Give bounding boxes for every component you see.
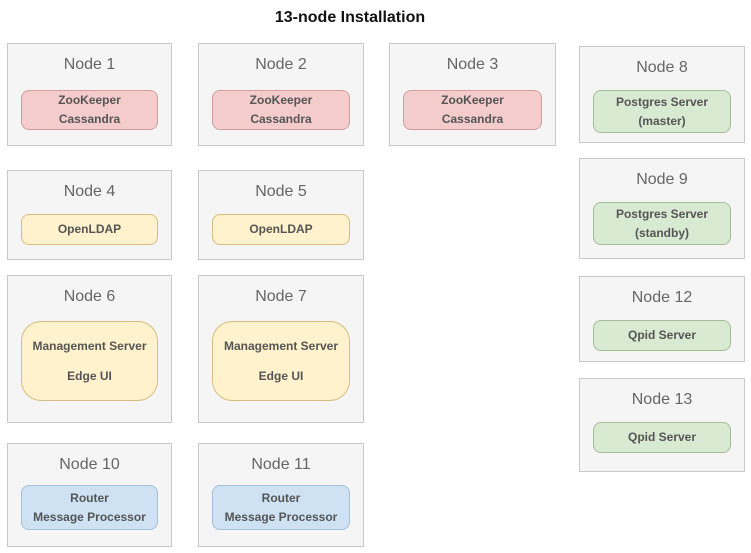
component-label: Message Processor: [33, 509, 146, 524]
node-5: Node 5 OpenLDAP: [198, 170, 364, 260]
node-5-title: Node 5: [255, 183, 307, 200]
component-label: Qpid Server: [627, 430, 697, 444]
node-9: Node 9 Postgres Server (standby): [579, 158, 745, 259]
node-3: Node 3 ZooKeeper Cassandra: [389, 43, 556, 146]
component-label: OpenLDAP: [249, 222, 313, 236]
node-3-title: Node 3: [446, 56, 499, 73]
component-label: Management Server: [223, 339, 339, 353]
node-2-zookeeper-cassandra-chip: ZooKeeper Cassandra: [212, 90, 350, 130]
node-13-qpid-chip: Qpid Server: [593, 422, 731, 453]
node-7: Node 7 Management Server Edge UI: [198, 275, 364, 423]
node-10: Node 10 Router Message Processor: [7, 443, 172, 547]
node-6-management-edge-chip: Management Server Edge UI: [21, 321, 158, 401]
component-label: Cassandra: [250, 112, 312, 126]
component-label: Management Server: [32, 339, 147, 353]
component-label: ZooKeeper: [249, 93, 313, 107]
node-2: Node 2 ZooKeeper Cassandra: [198, 43, 364, 146]
node-9-title: Node 9: [636, 171, 688, 188]
node-8: Node 8 Postgres Server (master): [579, 46, 745, 143]
component-label: Edge UI: [67, 369, 112, 383]
node-10-router-mp-chip: Router Message Processor: [21, 485, 158, 530]
component-label: Edge UI: [258, 369, 304, 383]
component-label: Cassandra: [58, 112, 121, 126]
node-6-title: Node 6: [63, 288, 116, 305]
component-label: Cassandra: [441, 112, 504, 126]
node-12: Node 12 Qpid Server: [579, 276, 745, 362]
node-13: Node 13 Qpid Server: [579, 378, 745, 472]
node-1: Node 1 ZooKeeper Cassandra: [7, 43, 172, 146]
node-12-qpid-chip: Qpid Server: [593, 320, 731, 351]
component-label: ZooKeeper: [441, 93, 504, 107]
node-8-postgres-master-chip: Postgres Server (master): [593, 90, 731, 133]
component-label: OpenLDAP: [57, 222, 122, 236]
component-label: Postgres Server: [615, 94, 709, 109]
node-7-title: Node 7: [255, 288, 307, 305]
component-label: (master): [638, 113, 686, 128]
component-label: Postgres Server: [615, 206, 709, 221]
component-label: Qpid Server: [627, 328, 697, 342]
node-4-title: Node 4: [63, 183, 116, 200]
node-3-zookeeper-cassandra-chip: ZooKeeper Cassandra: [403, 90, 542, 130]
node-4-openldap-chip: OpenLDAP: [21, 214, 158, 245]
node-10-title: Node 10: [59, 456, 120, 473]
node-11-router-mp-chip: Router Message Processor: [212, 485, 350, 530]
diagram-title: 13-node Installation: [274, 9, 426, 26]
node-9-postgres-standby-chip: Postgres Server (standby): [593, 202, 731, 245]
node-8-title: Node 8: [636, 59, 688, 76]
node-5-openldap-chip: OpenLDAP: [212, 214, 350, 245]
node-6: Node 6 Management Server Edge UI: [7, 275, 172, 423]
component-label: Router: [261, 490, 301, 505]
component-label: Router: [70, 490, 109, 505]
node-13-title: Node 13: [631, 391, 693, 408]
node-4: Node 4 OpenLDAP: [7, 170, 172, 260]
node-11-title: Node 11: [251, 456, 311, 473]
node-2-title: Node 2: [255, 56, 307, 73]
component-label: (standby): [635, 225, 689, 240]
node-12-title: Node 12: [631, 289, 693, 306]
node-7-management-edge-chip: Management Server Edge UI: [212, 321, 350, 401]
node-1-title: Node 1: [63, 56, 116, 73]
node-11: Node 11 Router Message Processor: [198, 443, 364, 547]
node-1-zookeeper-cassandra-chip: ZooKeeper Cassandra: [21, 90, 158, 130]
component-label: ZooKeeper: [58, 93, 121, 107]
component-label: Message Processor: [224, 509, 338, 524]
